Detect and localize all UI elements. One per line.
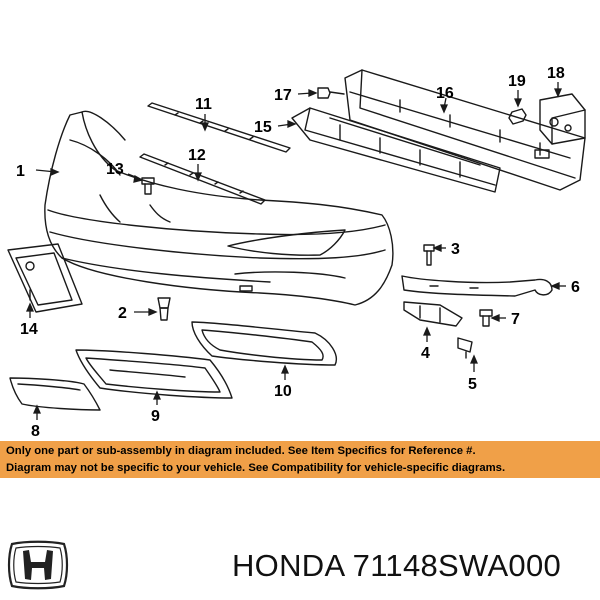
callout-16: 16 [436, 85, 454, 102]
callout-7: 7 [511, 311, 520, 328]
bumper-cover [44, 110, 394, 306]
callout-8: 8 [31, 423, 40, 440]
lower-side-bracket [403, 301, 463, 327]
callout-3: 3 [451, 241, 460, 258]
callout-19: 19 [508, 73, 526, 90]
callout-13: 13 [106, 161, 124, 178]
bumper-clip [157, 297, 171, 321]
side-support-bracket [401, 275, 553, 297]
mount-nut [508, 108, 527, 125]
bracket-screw [479, 309, 493, 327]
callout-14: 14 [20, 321, 38, 338]
callout-15: 15 [254, 119, 272, 136]
part-number-title: HONDA 71148SWA000 [232, 548, 562, 583]
disclaimer-line-2: Diagram may not be specific to your vehi… [6, 462, 506, 474]
callout-17: 17 [274, 87, 292, 104]
callout-5: 5 [468, 376, 477, 393]
push-pin-fastener [457, 337, 473, 359]
callout-11: 11 [195, 96, 212, 113]
callout-9: 9 [151, 408, 160, 425]
disclaimer-line-1: Only one part or sub-assembly in diagram… [6, 445, 476, 457]
side-trim-piece [9, 377, 101, 411]
callout-10: 10 [274, 383, 292, 400]
lower-grille-insert [75, 349, 233, 399]
callout-1: 1 [16, 163, 25, 180]
beam-mount-bracket [539, 93, 586, 145]
energy-absorber [291, 107, 501, 193]
bumper-parts-diagram: 1 2 3 4 5 6 7 8 9 10 11 12 13 14 15 16 1… [7, 65, 586, 440]
upper-retainer-strip [147, 102, 291, 153]
callout-12: 12 [188, 147, 206, 164]
callout-4: 4 [421, 345, 430, 362]
callout-18: 18 [547, 65, 565, 82]
disclaimer-banner: Only one part or sub-assembly in diagram… [0, 441, 600, 478]
callout-6: 6 [571, 279, 580, 296]
reinforcement-beam [344, 69, 586, 191]
honda-h-logo-icon [7, 540, 69, 590]
beam-bolt [317, 87, 345, 99]
side-screw [423, 244, 435, 266]
callout-2: 2 [118, 305, 127, 322]
retainer-clip [141, 177, 155, 195]
lower-retainer-strip [139, 153, 266, 205]
fog-lamp-grille [191, 321, 337, 366]
license-plate-bracket [7, 243, 83, 313]
